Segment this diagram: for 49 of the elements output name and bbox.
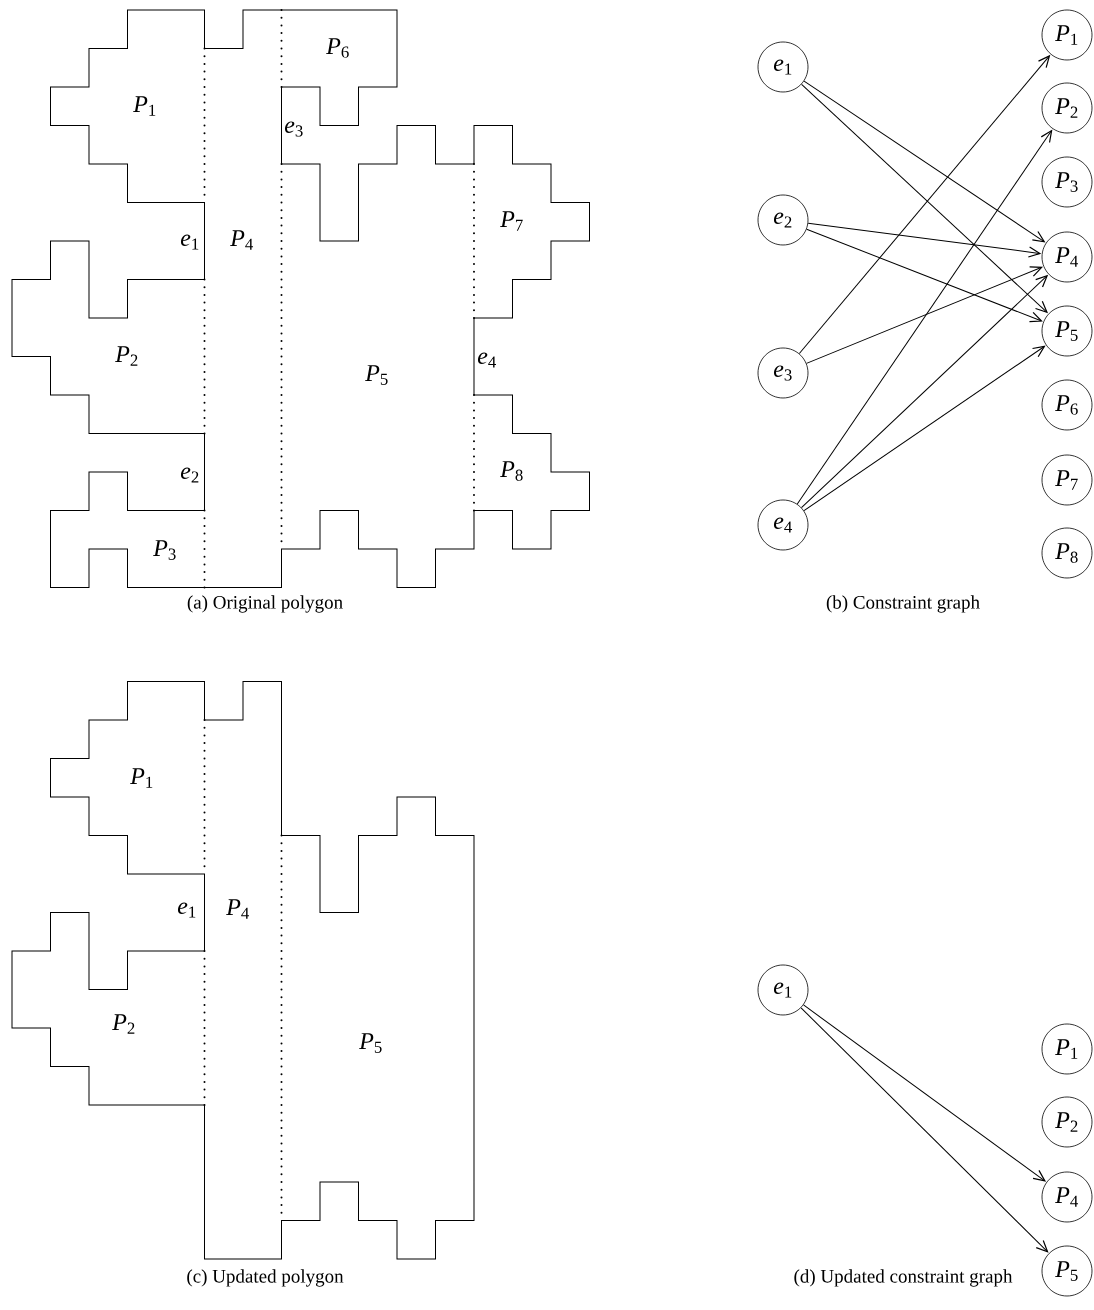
region-label: P$_{3}$: [153, 540, 176, 560]
graph-node: P$_{4}$: [1041, 1171, 1093, 1223]
region-label: P$_{4}$: [226, 899, 249, 919]
graph-node: P$_{2}$: [1041, 82, 1093, 134]
region-label: P$_{7}$: [500, 211, 523, 231]
graph-node: P$_{5}$: [1041, 1245, 1093, 1297]
region-label: e$_{3}$: [284, 121, 303, 137]
region-label: P$_{1}$: [130, 768, 153, 788]
region-label: P$_{2}$: [115, 346, 138, 366]
arrow: [807, 222, 1042, 258]
graph-node: P$_{2}$: [1041, 1096, 1093, 1148]
region-label: e$_{1}$: [177, 902, 196, 918]
region-label: e$_{4}$: [477, 352, 496, 368]
graph-node: P$_{5}$: [1041, 305, 1093, 357]
graph-node: e$_{1}$: [757, 964, 809, 1016]
arrow: [798, 54, 1051, 355]
arrow: [806, 228, 1043, 323]
region-label: e$_{2}$: [180, 467, 199, 483]
region-label: P$_{8}$: [500, 461, 523, 481]
region-label: P$_{2}$: [112, 1014, 135, 1034]
arrow: [803, 345, 1046, 512]
caption: (d) Updated constraint graph: [794, 1269, 1013, 1287]
caption: (a) Original polygon: [187, 595, 343, 613]
graph-node: e$_{3}$: [757, 347, 809, 399]
graph-node: e$_{2}$: [757, 194, 809, 246]
graph-node: P$_{1}$: [1041, 1023, 1093, 1075]
caption: (b) Constraint graph: [826, 595, 980, 613]
arrow: [803, 1004, 1047, 1182]
arrow: [803, 80, 1046, 243]
region-label: e$_{1}$: [180, 234, 199, 250]
region-label: P$_{5}$: [365, 365, 388, 385]
arrow: [801, 83, 1049, 314]
graph-node: P$_{7}$: [1041, 454, 1093, 506]
region-label: P$_{5}$: [359, 1033, 382, 1053]
graph-node: e$_{4}$: [757, 499, 809, 551]
arrow: [800, 274, 1049, 509]
graph-node: e$_{1}$: [757, 41, 809, 93]
caption: (c) Updated polygon: [187, 1269, 344, 1287]
graph-node: P$_{1}$: [1041, 9, 1093, 61]
region-label: P$_{4}$: [230, 230, 253, 250]
graph-node: P$_{6}$: [1041, 379, 1093, 431]
region-label: P$_{6}$: [326, 38, 349, 58]
graph-node: P$_{8}$: [1041, 527, 1093, 579]
graph-node: P$_{3}$: [1041, 156, 1093, 208]
graph-node: P$_{4}$: [1041, 231, 1093, 283]
region-label: P$_{1}$: [133, 96, 156, 116]
arrow: [806, 266, 1044, 364]
arrow: [796, 129, 1053, 505]
arrow: [800, 1007, 1049, 1253]
